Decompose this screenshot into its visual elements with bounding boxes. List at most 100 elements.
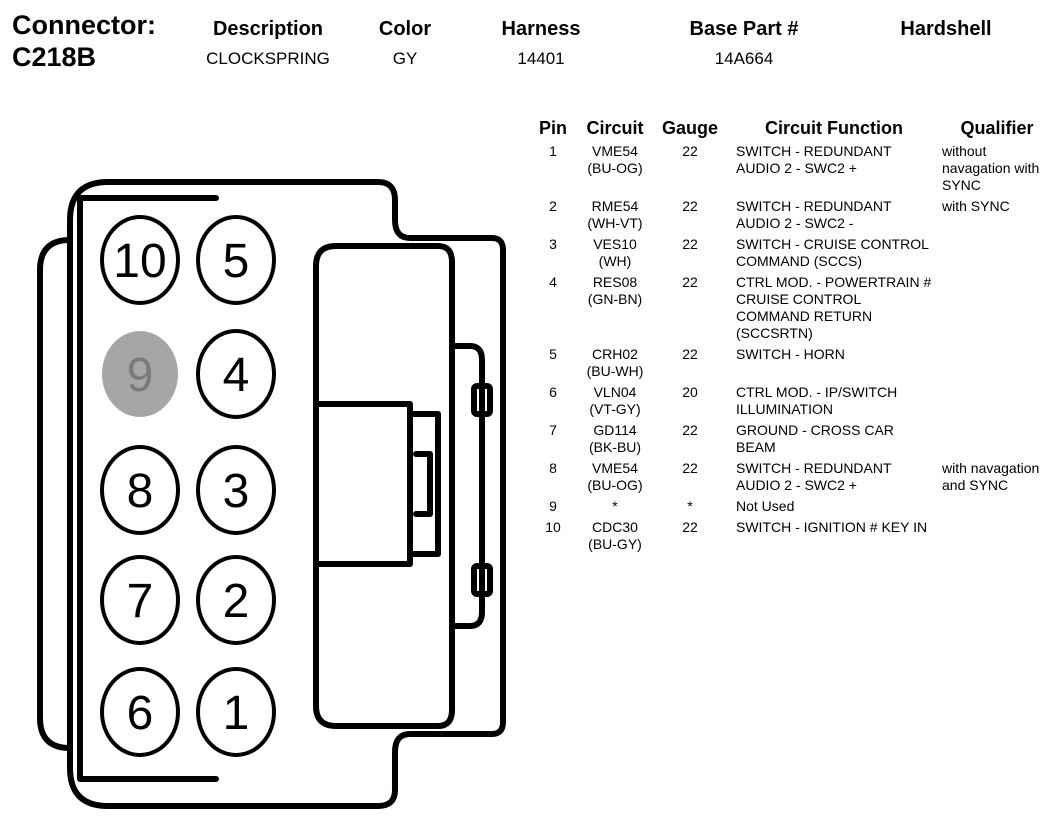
gauge-cell: 22 (682, 346, 698, 362)
table-row: 9 * * Not Used (530, 498, 1056, 519)
hardshell-label: Hardshell (900, 18, 992, 40)
pin-number-label: 1 (223, 687, 250, 740)
base-part-label: Base Part # (689, 18, 799, 40)
pin-cell: 9 (549, 498, 557, 514)
function-cell: GROUND - CROSS CAR BEAM (736, 422, 894, 455)
pin-column-header: Pin (538, 118, 567, 138)
gauge-cell: * (687, 498, 693, 514)
circuit-cell: RME54(WH-VT) (576, 198, 654, 236)
pin-cavity (100, 445, 180, 535)
pin-number-label: 8 (127, 465, 154, 518)
wire-color: (VT-GY) (589, 401, 641, 417)
gauge-column-header: Gauge (661, 118, 718, 138)
pin-number-label: 4 (223, 349, 250, 402)
circuit-cell: RES08(GN-BN) (576, 274, 654, 346)
connector-pin-3: 3 (196, 445, 276, 535)
qualifier-cell: without navagation with SYNC (942, 143, 1040, 193)
harness-label: Harness (501, 18, 581, 40)
qualifier-cell: with SYNC (942, 198, 1010, 214)
qualifier-column-header: Qualifier (960, 118, 1034, 138)
pin-number-label: 7 (127, 575, 154, 628)
pin-number-label: 2 (223, 575, 250, 628)
connector-label: Connector: (12, 10, 156, 40)
pin-table: Pin Circuit Gauge Circuit Function Quali… (530, 118, 1056, 557)
gauge-cell: 22 (682, 143, 698, 159)
pin-cell: 6 (549, 384, 557, 400)
connector-housing (37, 179, 506, 809)
function-cell: CTRL MOD. - POWERTRAIN # CRUISE CONTROL … (736, 274, 932, 341)
circuit-code: * (612, 498, 618, 514)
color-label: Color (378, 18, 432, 40)
pin-cavity (196, 215, 276, 305)
function-cell: Not Used (736, 498, 795, 514)
function-cell: SWITCH - REDUNDANT AUDIO 2 - SWC2 + (736, 460, 892, 493)
circuit-cell: VME54(BU-OG) (576, 460, 654, 498)
function-column-header: Circuit Function (765, 118, 903, 138)
connector-pin-7: 7 (100, 555, 180, 645)
circuit-code: VES10 (593, 236, 637, 252)
table-row: 2 RME54(WH-VT) 22 SWITCH - REDUNDANT AUD… (530, 198, 1056, 236)
table-row: 5 CRH02(BU-WH) 22 SWITCH - HORN (530, 346, 1056, 384)
gauge-cell: 20 (682, 384, 698, 400)
connector-id: C218B (12, 42, 97, 72)
table-row: 1 VME54(BU-OG) 22 SWITCH - REDUNDANT AUD… (530, 143, 1056, 198)
harness-value: 14401 (517, 49, 565, 68)
function-cell: SWITCH - REDUNDANT AUDIO 2 - SWC2 + (736, 143, 892, 176)
circuit-code: VLN04 (593, 384, 637, 400)
pin-cell: 1 (549, 143, 557, 159)
qualifier-cell (936, 422, 1056, 460)
pin-cell: 4 (549, 274, 557, 290)
connector-pin-2: 2 (196, 555, 276, 645)
circuit-cell: * (576, 498, 654, 519)
pin-cell: 7 (549, 422, 557, 438)
gauge-cell: 22 (682, 519, 698, 535)
gauge-cell: 22 (682, 460, 698, 476)
gauge-cell: 22 (682, 422, 698, 438)
qualifier-cell (936, 519, 1056, 557)
connector-pin-4: 4 (196, 329, 276, 419)
wire-color: (BU-WH) (586, 363, 644, 379)
pin-number-label: 10 (113, 235, 166, 288)
pin-cell: 5 (549, 346, 557, 362)
circuit-cell: VES10(WH) (576, 236, 654, 274)
pin-cell: 8 (549, 460, 557, 476)
table-row: 3 VES10(WH) 22 SWITCH - CRUISE CONTROL C… (530, 236, 1056, 274)
wire-color: (BU-OG) (587, 160, 643, 176)
circuit-code: VME54 (592, 460, 638, 476)
circuit-cell: CDC30(BU-GY) (576, 519, 654, 557)
pin-cavity (100, 555, 180, 645)
table-row: 10 CDC30(BU-GY) 22 SWITCH - IGNITION # K… (530, 519, 1056, 557)
circuit-code: CRH02 (592, 346, 638, 362)
wire-color: (BU-GY) (588, 536, 642, 552)
table-row: 8 VME54(BU-OG) 22 SWITCH - REDUNDANT AUD… (530, 460, 1056, 498)
function-cell: SWITCH - CRUISE CONTROL COMMAND (SCCS) (736, 236, 929, 269)
circuit-column-header: Circuit (586, 118, 644, 138)
circuit-cell: CRH02(BU-WH) (576, 346, 654, 384)
base-part-value: 14A664 (714, 49, 774, 68)
pin-cell: 10 (545, 519, 561, 535)
qualifier-cell (936, 236, 1056, 274)
circuit-code: VME54 (592, 143, 638, 159)
table-row: 6 VLN04(VT-GY) 20 CTRL MOD. - IP/SWITCH … (530, 384, 1056, 422)
pin-cavity (196, 555, 276, 645)
table-header-row: Pin Circuit Gauge Circuit Function Quali… (530, 118, 1056, 143)
pin-number-label: 6 (127, 687, 154, 740)
pin-cavity (196, 445, 276, 535)
wire-color: (WH) (598, 253, 632, 269)
qualifier-cell (936, 346, 1056, 384)
pin-cell: 2 (549, 198, 557, 214)
circuit-code: RES08 (592, 274, 638, 290)
color-value: GY (392, 49, 418, 68)
table-row: 7 GD114(BK-BU) 22 GROUND - CROSS CAR BEA… (530, 422, 1056, 460)
pin-cavity (100, 215, 180, 305)
circuit-cell: VME54(BU-OG) (576, 143, 654, 198)
wire-color: (BK-BU) (588, 439, 642, 455)
description-label: Description (212, 18, 324, 40)
pin-number-label: 9 (127, 349, 154, 402)
function-cell: SWITCH - REDUNDANT AUDIO 2 - SWC2 - (736, 198, 892, 231)
circuit-cell: GD114(BK-BU) (576, 422, 654, 460)
connector-pin-8: 8 (100, 445, 180, 535)
wire-color: (WH-VT) (587, 215, 643, 231)
